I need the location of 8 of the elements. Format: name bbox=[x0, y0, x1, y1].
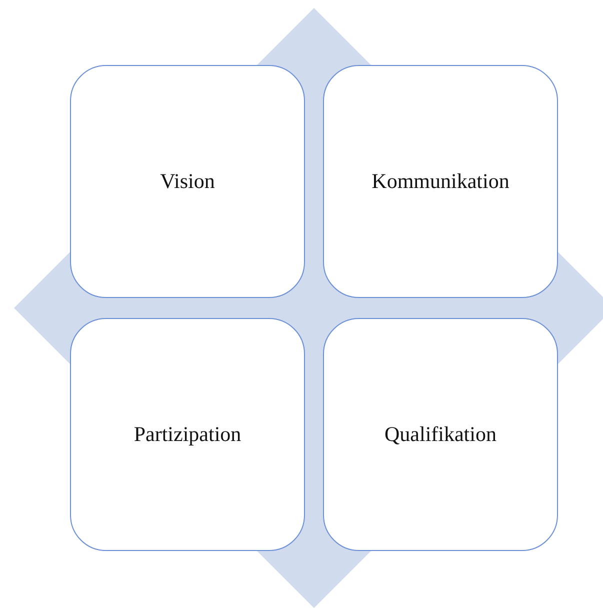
box-label: Partizipation bbox=[134, 422, 242, 447]
rounded-box bbox=[70, 65, 305, 298]
box-label: Vision bbox=[160, 169, 215, 194]
box-label: Qualifikation bbox=[384, 422, 496, 447]
rounded-box bbox=[323, 65, 558, 298]
box-label: Kommunikation bbox=[372, 169, 510, 194]
rounded-box bbox=[323, 318, 558, 551]
rounded-box bbox=[70, 318, 305, 551]
